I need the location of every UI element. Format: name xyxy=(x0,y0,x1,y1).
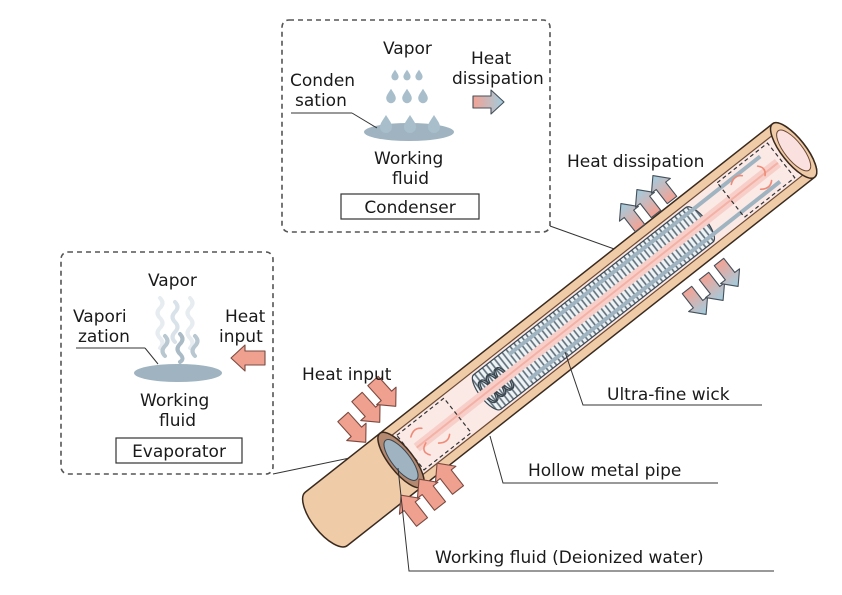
condenser-fluid-label-line2: fluid xyxy=(392,169,429,189)
wick-label: Ultra-fine wick xyxy=(607,385,730,405)
evaporator-heat-label-line1: Heat xyxy=(225,307,266,327)
vaporization-leader-line-2 xyxy=(144,347,159,365)
condenser-heat-label-line1: Heat xyxy=(471,49,512,69)
heat-input-label: Heat input xyxy=(302,365,392,385)
condenser-vapor-label: Vapor xyxy=(383,39,432,59)
condenser-heat-label-line2: dissipation xyxy=(452,69,544,89)
heat-dissipation-label: Heat dissipation xyxy=(567,152,704,172)
condensation-label-line2: sation xyxy=(295,91,347,111)
condenser-box xyxy=(281,19,551,233)
evaporator-heat-arrow-icon xyxy=(230,344,266,372)
pipe-leader-line xyxy=(489,435,718,484)
fluid-label: Working fluid (Deionized water) xyxy=(435,548,704,568)
evaporator-vapor-label: Vapor xyxy=(148,271,197,291)
evaporator-box xyxy=(60,251,274,475)
condensation-droplets-icon xyxy=(364,69,454,141)
condenser-fluid-label-line1: Working xyxy=(374,149,443,169)
vaporization-label-line1: Vapori xyxy=(73,307,127,327)
condenser-title-box xyxy=(340,193,480,220)
evaporator-fluid-label-line1: Working xyxy=(140,391,209,411)
evaporator-title: Evaporator xyxy=(132,442,226,462)
condenser-heat-arrow-icon xyxy=(472,89,505,115)
condensation-label-line1: Conden xyxy=(290,71,355,91)
heat-pipe xyxy=(301,121,818,548)
evaporator-fluid-label-line2: fluid xyxy=(159,411,196,431)
wick-leader-line xyxy=(564,351,762,406)
condensation-leader-line-2 xyxy=(351,112,378,129)
evaporator-title-box xyxy=(115,437,243,464)
evaporator-heat-label-line2: input xyxy=(219,327,263,347)
condenser-title: Condenser xyxy=(364,198,455,218)
vaporization-label-line2: zation xyxy=(78,327,130,347)
vapor-wisps-icon xyxy=(155,296,200,364)
evaporator-fluid-pool xyxy=(134,364,222,382)
pipe-label: Hollow metal pipe xyxy=(528,461,681,481)
fluid-leader-line xyxy=(397,467,774,572)
